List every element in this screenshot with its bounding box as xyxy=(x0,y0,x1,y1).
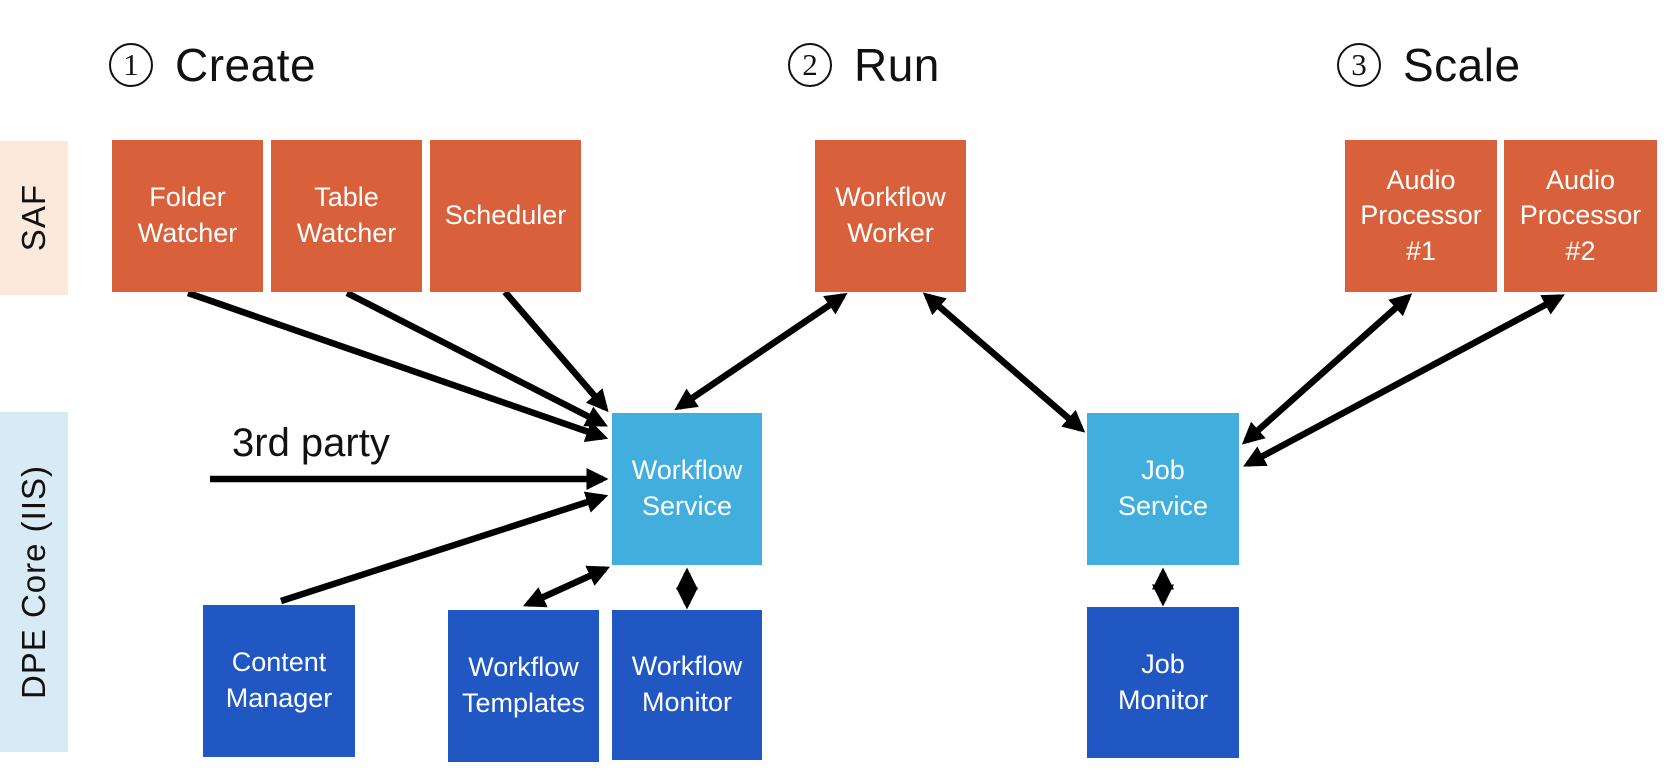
lane-saf-label: SAF xyxy=(15,184,52,252)
lane-dpe-core-label: DPE Core (IIS) xyxy=(15,464,52,700)
node-job-monitor: Job Monitor xyxy=(1087,607,1239,758)
node-workflow-worker: Workflow Worker xyxy=(815,140,966,292)
phase-header-create: 1 Create xyxy=(109,38,316,92)
node-table-watcher: Table Watcher xyxy=(271,140,422,292)
edge-content-manager-to-workflow-service xyxy=(280,491,609,605)
node-job-service: Job Service xyxy=(1087,413,1239,565)
circled-number-3-icon: 3 xyxy=(1337,43,1381,87)
lane-dpe-core: DPE Core (IIS) xyxy=(0,412,68,752)
circled-number-2-icon: 2 xyxy=(788,43,832,87)
phase-header-scale: 3 Scale xyxy=(1337,38,1521,92)
node-folder-watcher: Folder Watcher xyxy=(112,140,263,292)
phase-scale-label: Scale xyxy=(1403,39,1521,91)
phase-header-run: 2 Run xyxy=(788,38,940,92)
edge-scheduler-to-workflow-service xyxy=(502,289,609,413)
edge-job-service-to-audio-processor-2 xyxy=(1243,294,1565,467)
third-party-label: 3rd party xyxy=(232,421,390,465)
phase-run-label: Run xyxy=(854,39,940,91)
node-content-manager: Content Manager xyxy=(203,605,355,757)
node-workflow-service: Workflow Service xyxy=(612,413,762,565)
node-audio-processor-2: Audio Processor #2 xyxy=(1504,140,1657,292)
node-scheduler: Scheduler xyxy=(430,140,581,292)
lane-saf: SAF xyxy=(0,141,68,295)
edge-job-service-to-audio-processor-1 xyxy=(1241,293,1413,445)
edge-workflow-service-to-workflow-templates xyxy=(522,565,611,608)
node-audio-processor-1: Audio Processor #1 xyxy=(1345,140,1497,292)
edge-workflow-worker-to-job-service xyxy=(922,292,1086,433)
node-workflow-templates: Workflow Templates xyxy=(448,610,599,762)
edge-table-watcher-to-workflow-service xyxy=(345,290,608,427)
circled-number-1-icon: 1 xyxy=(109,43,153,87)
edge-folder-watcher-to-workflow-service xyxy=(186,289,609,443)
edge-workflow-service-to-workflow-worker xyxy=(674,292,848,411)
node-workflow-monitor: Workflow Monitor xyxy=(612,610,762,760)
phase-create-label: Create xyxy=(175,39,317,91)
